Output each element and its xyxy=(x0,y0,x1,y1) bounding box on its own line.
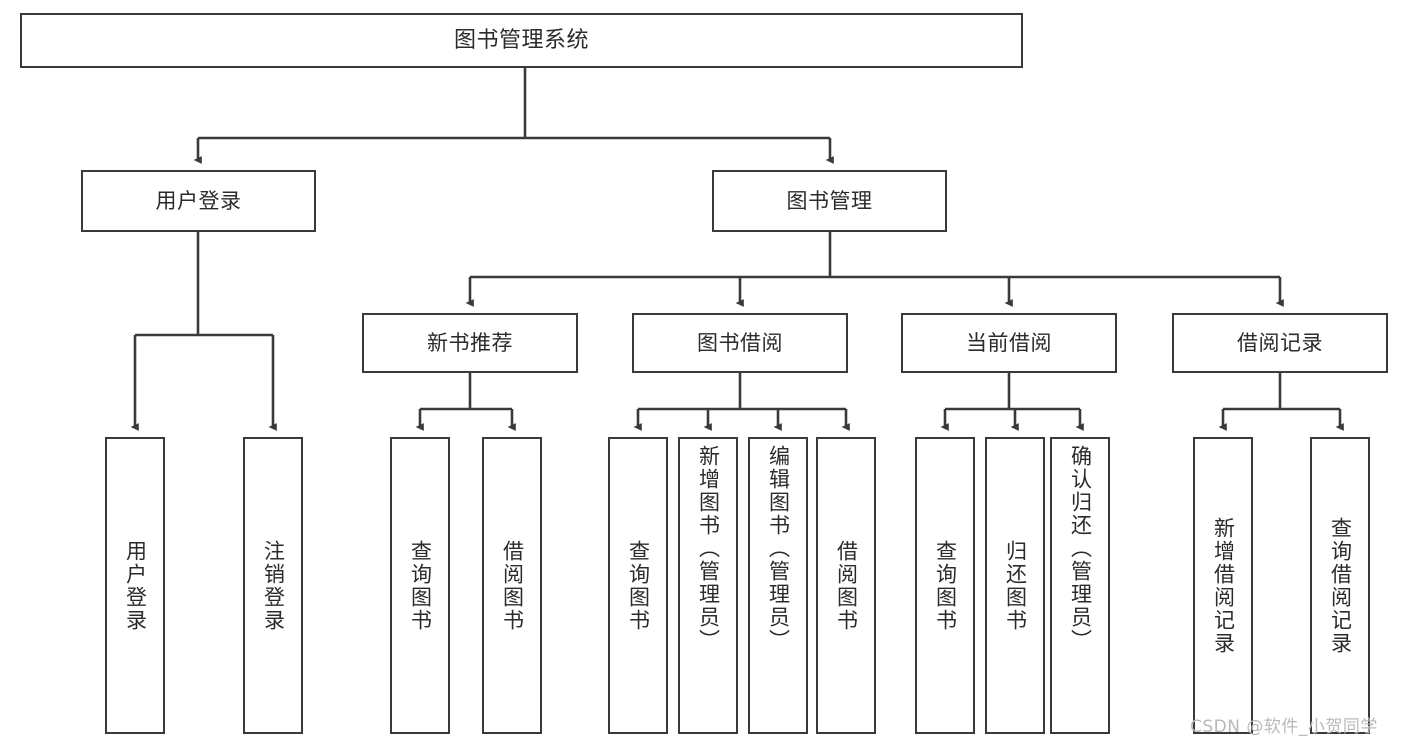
node-root-book-management-system[interactable]: 图书管理系统 xyxy=(20,13,1023,68)
leaf-borrow-book-recommend[interactable]: 借阅图书 xyxy=(482,437,542,734)
leaf-borrow-book[interactable]: 借阅图书 xyxy=(816,437,876,734)
node-book-borrow[interactable]: 图书借阅 xyxy=(632,313,848,373)
node-label: 注销登录 xyxy=(261,539,286,632)
node-user-login[interactable]: 用户登录 xyxy=(81,170,316,232)
node-label: 确认归还（管理员） xyxy=(1068,445,1093,652)
node-label: 归还图书 xyxy=(1003,539,1028,632)
node-label: 用户登录 xyxy=(123,539,148,632)
node-current-borrow[interactable]: 当前借阅 xyxy=(901,313,1117,373)
node-new-book-recommend[interactable]: 新书推荐 xyxy=(362,313,578,373)
watermark: CSDN @软件_小贺同学 xyxy=(1190,717,1378,737)
node-label: 查询借阅记录 xyxy=(1328,516,1353,655)
leaf-query-book-borrow[interactable]: 查询图书 xyxy=(608,437,668,734)
node-label: 查询图书 xyxy=(933,539,958,632)
leaf-query-book-recommend[interactable]: 查询图书 xyxy=(390,437,450,734)
node-label: 查询图书 xyxy=(626,539,651,632)
leaf-edit-book-admin[interactable]: 编辑图书（管理员） xyxy=(748,437,808,734)
node-label: 当前借阅 xyxy=(966,330,1052,355)
leaf-return-book[interactable]: 归还图书 xyxy=(985,437,1045,734)
node-label: 借阅图书 xyxy=(834,539,859,632)
node-label: 查询图书 xyxy=(408,539,433,632)
node-label: 新增图书（管理员） xyxy=(696,445,721,652)
node-label: 借阅记录 xyxy=(1237,330,1323,355)
node-label: 图书借阅 xyxy=(697,330,783,355)
leaf-confirm-return-admin[interactable]: 确认归还（管理员） xyxy=(1050,437,1110,734)
node-borrow-record[interactable]: 借阅记录 xyxy=(1172,313,1388,373)
node-label: 编辑图书（管理员） xyxy=(766,445,791,652)
leaf-query-borrow-record[interactable]: 查询借阅记录 xyxy=(1310,437,1370,734)
leaf-add-book-admin[interactable]: 新增图书（管理员） xyxy=(678,437,738,734)
node-label: 图书管理 xyxy=(786,188,873,213)
leaf-query-book-current[interactable]: 查询图书 xyxy=(915,437,975,734)
leaf-logout[interactable]: 注销登录 xyxy=(243,437,303,734)
node-book-management[interactable]: 图书管理 xyxy=(712,170,947,232)
node-label: 借阅图书 xyxy=(500,539,525,632)
node-label: 新书推荐 xyxy=(427,330,513,355)
node-label: 图书管理系统 xyxy=(453,27,589,53)
leaf-add-borrow-record[interactable]: 新增借阅记录 xyxy=(1193,437,1253,734)
leaf-user-login[interactable]: 用户登录 xyxy=(105,437,165,734)
node-label: 新增借阅记录 xyxy=(1211,516,1236,655)
node-label: 用户登录 xyxy=(155,188,242,213)
